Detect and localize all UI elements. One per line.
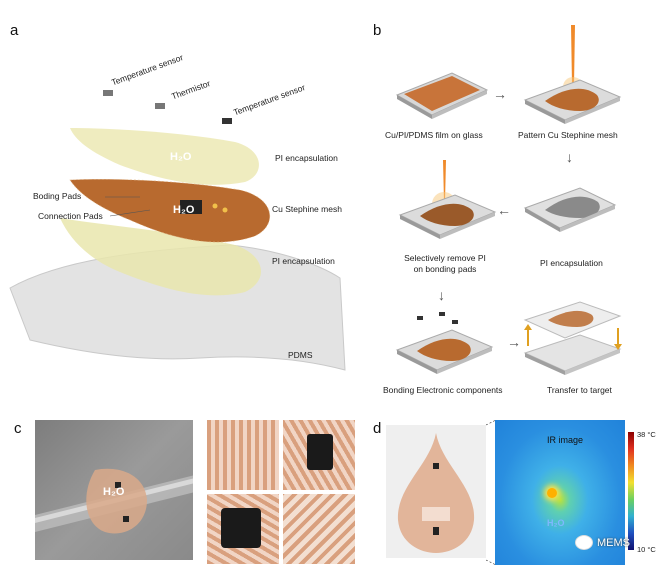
step4-pi-illustration <box>523 187 617 232</box>
micrograph-chip-bottom-left <box>207 494 279 564</box>
arrow-down-2: ↓ <box>438 287 445 303</box>
micrograph-chip-top-right <box>283 420 355 490</box>
ir-color-scale-bar <box>628 432 634 550</box>
ir-device-text: H₂O <box>547 518 565 528</box>
arrow-right-1: → <box>493 86 507 102</box>
label-pdms: PDMS <box>288 350 313 360</box>
pi-encapsulation-top <box>70 128 259 185</box>
arrow-right-2: → <box>507 334 521 350</box>
step2-laser-illustration <box>523 25 622 124</box>
panel-a-letter: a <box>10 22 19 39</box>
panel-d-device-photo <box>386 425 486 558</box>
label-connection-pads: Connection Pads <box>38 211 103 221</box>
cu-mesh-layer <box>70 179 270 243</box>
panel-c-device-photo: H₂O <box>35 420 193 560</box>
svg-text:H₂O: H₂O <box>170 151 192 163</box>
micrograph-mesh-top-left <box>207 420 279 490</box>
step5-label: Bonding Electronic components <box>383 385 503 395</box>
temperature-sensor-right <box>222 118 232 124</box>
step6-label: Transfer to target <box>547 385 612 395</box>
temperature-sensor-left <box>103 90 113 96</box>
wechat-icon <box>575 535 593 550</box>
panel-a-exploded-view: H₂O H₂O <box>9 90 346 371</box>
micrograph-pads-bottom-right <box>283 494 355 564</box>
label-boding-pads: Boding Pads <box>33 191 82 201</box>
pi-encapsulation-bottom <box>60 218 262 296</box>
step2-label: Pattern Cu Stephine mesh <box>518 130 618 140</box>
step3-label: Selectively remove PI on bonding pads <box>375 253 515 275</box>
watermark: MEMS <box>575 535 630 550</box>
step3-label-line2: on bonding pads <box>413 264 477 274</box>
micrograph-ic <box>221 508 261 548</box>
label-cu-stephine-mesh: Cu Stephine mesh <box>272 204 342 214</box>
watermark-text: MEMS <box>597 536 630 549</box>
step6-transfer-illustration <box>523 301 622 375</box>
arrow-left-1: ← <box>497 202 511 218</box>
label-pi-encapsulation-top: PI encapsulation <box>275 153 338 163</box>
panel-c-letter: c <box>14 420 22 437</box>
ir-scale-min-label: 10 °C <box>637 545 656 554</box>
label-pi-encapsulation-bottom: PI encapsulation <box>272 256 335 266</box>
panel-d-zoom-lines <box>486 420 496 565</box>
step1-label: Cu/PI/PDMS film on glass <box>385 130 483 140</box>
step4-label: PI encapsulation <box>540 258 603 268</box>
step1-film-illustration <box>395 72 489 119</box>
micrograph-chip <box>307 434 333 470</box>
mesh-h2o-text: H₂O <box>173 204 195 216</box>
panel-b-letter: b <box>373 22 382 39</box>
step5-bonding-illustration <box>395 312 494 374</box>
thermistor-component <box>155 103 165 109</box>
chip-on-mesh <box>180 200 202 214</box>
panel-c-device-text: H₂O <box>103 486 125 498</box>
panel-d-ir-image: IR image H₂O <box>495 420 625 565</box>
step3-label-line1: Selectively remove PI <box>404 253 486 263</box>
step3-laser-illustration <box>398 160 497 239</box>
ir-hotspot <box>547 488 557 498</box>
arrow-down-1: ↓ <box>566 149 573 165</box>
ir-image-title: IR image <box>547 435 584 445</box>
ir-scale-max-label: 38 °C <box>637 430 656 439</box>
panel-d-letter: d <box>373 420 382 437</box>
